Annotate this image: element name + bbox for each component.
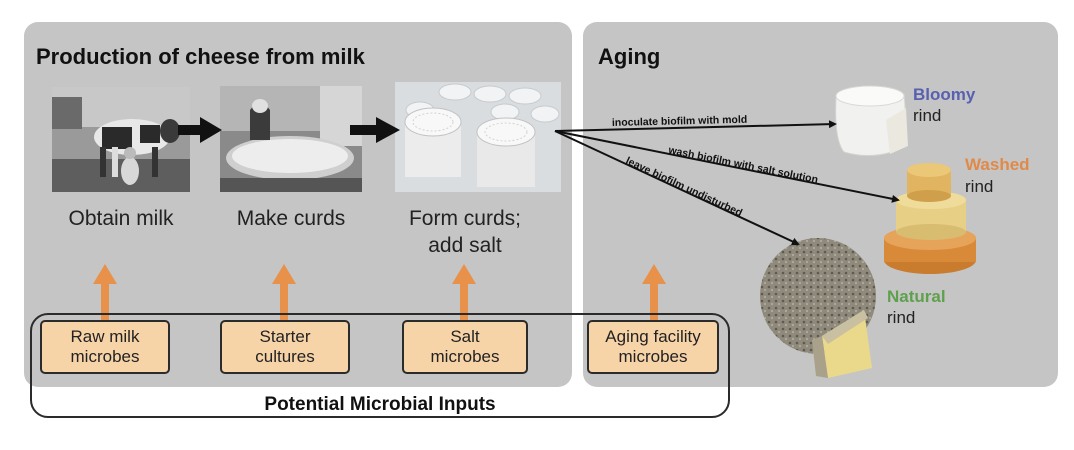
bloomy-cheese-image xyxy=(826,80,912,165)
milking-cow-photo xyxy=(52,87,190,192)
microbial-inputs-outline xyxy=(30,313,730,418)
curd-vat-photo xyxy=(220,86,362,192)
input-arrow-aging-facility xyxy=(642,264,666,322)
rind-word-natural: rind xyxy=(887,308,916,327)
rind-name-washed: Washed xyxy=(965,155,1030,174)
pathway-arrow-natural xyxy=(554,130,800,246)
input-box-salt-microbes: Salt microbes xyxy=(402,320,528,374)
aging-title: Aging xyxy=(598,44,661,69)
rind-word-bloomy: rind xyxy=(913,106,942,125)
washed-cheese-image xyxy=(880,160,980,283)
pathway-label-bloomy: inoculate biofilm with mold xyxy=(612,114,748,129)
pathway-arrow-bloomy xyxy=(554,120,837,132)
input-arrow-raw-milk xyxy=(93,264,117,322)
step-label-obtain-milk: Obtain milk xyxy=(68,207,174,230)
input-arrow-starter xyxy=(272,264,296,322)
input-arrow-salt xyxy=(452,264,476,322)
pathway-label-washed: wash biofilm with salt solution xyxy=(666,144,819,186)
step-label-make-curds: Make curds xyxy=(236,207,346,230)
input-box-starter-cultures: Starter cultures xyxy=(220,320,350,374)
rind-word-washed: rind xyxy=(965,177,994,196)
pathway-arrow-washed xyxy=(554,130,900,203)
input-box-aging-facility: Aging facility microbes xyxy=(587,320,719,374)
process-arrow-1 xyxy=(178,117,222,143)
rind-name-natural: Natural xyxy=(887,287,946,306)
rind-name-bloomy: Bloomy xyxy=(913,85,976,104)
microbial-inputs-caption: Potential Microbial Inputs xyxy=(264,394,496,415)
process-arrow-2 xyxy=(350,117,400,143)
formed-curds-photo xyxy=(395,82,561,192)
production-title: Production of cheese from milk xyxy=(36,44,365,69)
step-label-form-curds: Form curds; add salt xyxy=(408,207,521,257)
input-box-raw-milk: Raw milk microbes xyxy=(40,320,170,374)
natural-cheese-image xyxy=(760,236,880,387)
